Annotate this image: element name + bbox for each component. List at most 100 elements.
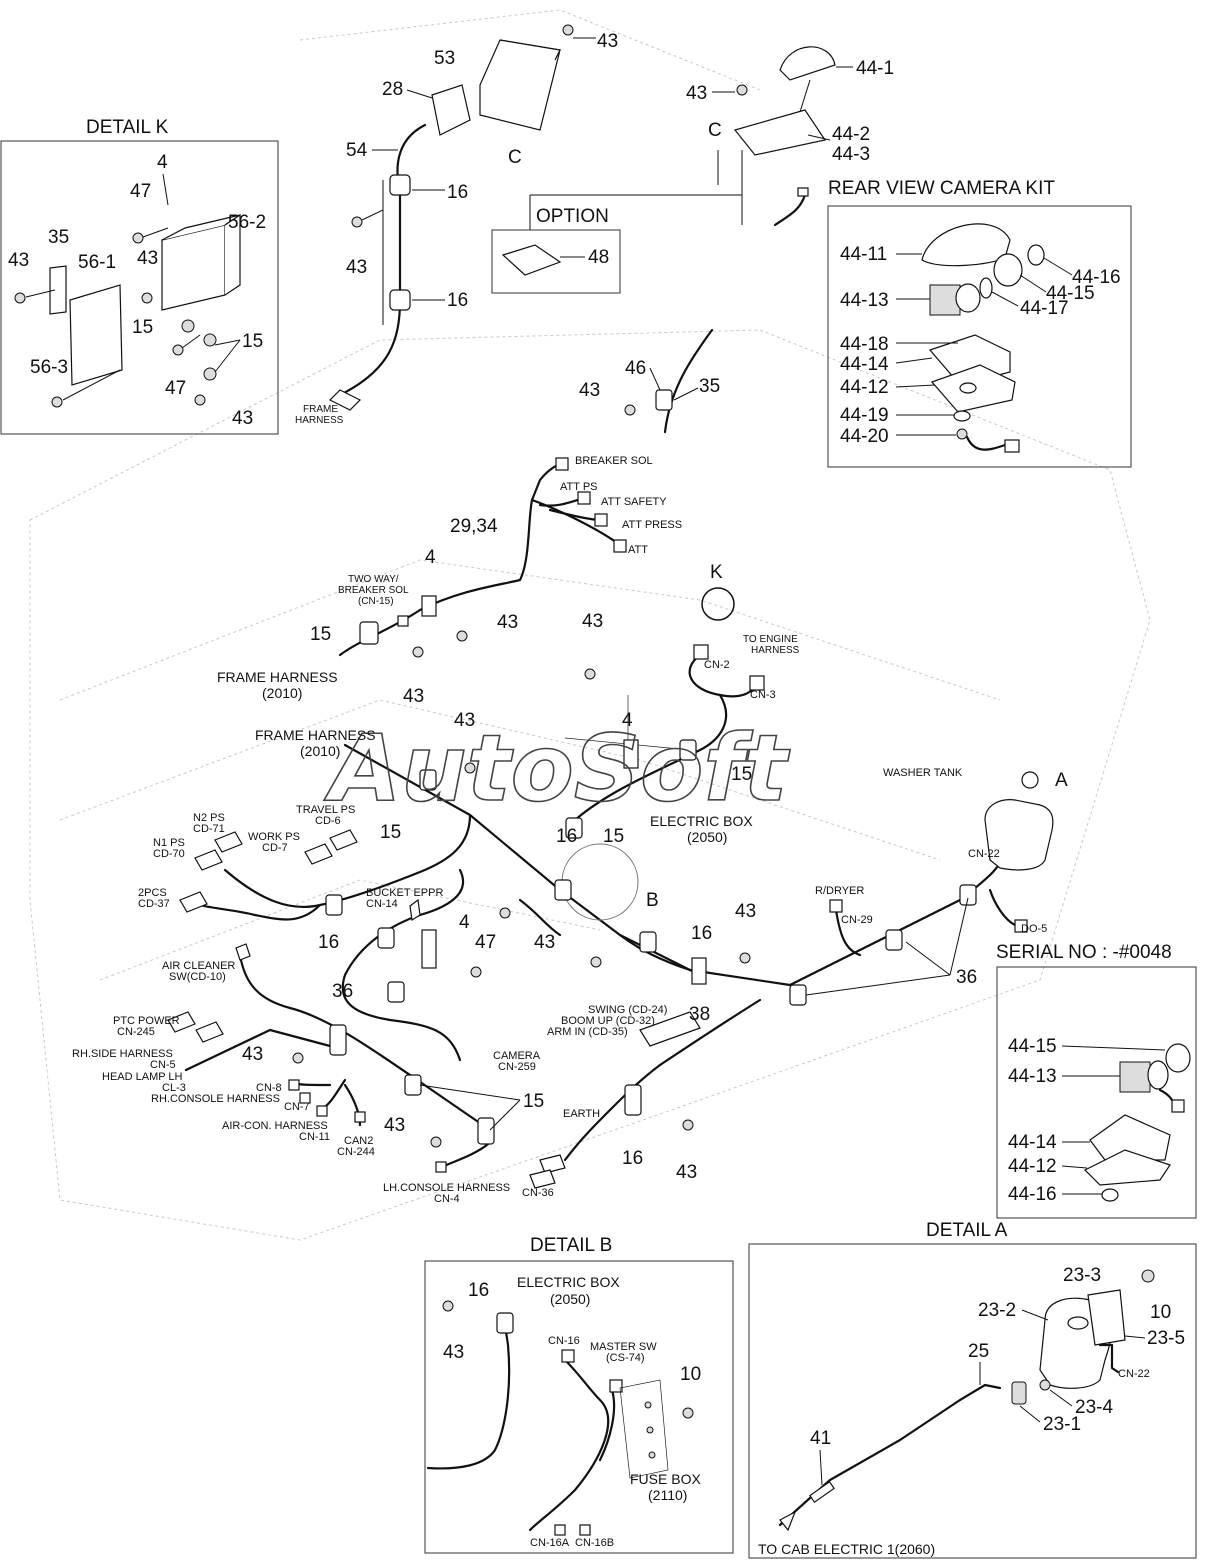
callout-43: 43 (676, 1162, 697, 1183)
label-cn-22: CN-22 (1118, 1368, 1150, 1380)
detail-b-panel: DETAIL B 16 43 ELECTRIC BOX (2050) CN-16… (424, 1235, 734, 1554)
callout-c: C (508, 147, 522, 168)
callout-43: 43 (443, 1342, 464, 1363)
callout-16: 16 (318, 932, 339, 953)
label-r-dryer: R/DRYER (815, 885, 864, 897)
callout-43: 43 (735, 901, 756, 922)
callout-54: 54 (346, 140, 368, 161)
callout-16: 16 (468, 1280, 489, 1301)
callout-44-16: 44-16 (1008, 1184, 1057, 1205)
callout-16: 16 (691, 923, 712, 944)
callout-4: 4 (425, 547, 436, 568)
top-beacon-assembly: 43 53 28 54 C 16 43 16 FRAME HARNESS (295, 24, 618, 426)
callout-44-13: 44-13 (1008, 1066, 1057, 1087)
option-frame (491, 229, 621, 294)
callout-23-1: 23-1 (1043, 1414, 1081, 1435)
detail-a-panel: DETAIL A 23-3 23-2 10 23-5 CN-22 25 23-4… (748, 1220, 1197, 1559)
callout-16: 16 (556, 826, 577, 847)
callout-44-11: 44-11 (840, 244, 887, 265)
serial-no-title: SERIAL NO : -#0048 (996, 942, 1172, 963)
label-cn-36: CN-36 (522, 1187, 554, 1199)
label-lh-console-harness: LH.CONSOLE HARNESS (383, 1182, 510, 1194)
guard-bracket-shape (479, 39, 561, 131)
label-cn-22: CN-22 (968, 848, 1000, 860)
harness-connectors (167, 829, 701, 1189)
label-travel-ps: TRAVEL PS (296, 804, 355, 816)
callout-43: 43 (582, 611, 603, 632)
callout-15: 15 (380, 822, 401, 843)
callout-43: 43 (579, 380, 600, 401)
label-rh-side-harness: RH.SIDE HARNESS (72, 1048, 173, 1060)
callout-25: 25 (968, 1341, 989, 1362)
callout-44-20: 44-20 (840, 426, 889, 447)
label-att-safety: ATT SAFETY (601, 496, 667, 508)
callout-53: 53 (434, 48, 455, 69)
callout-a: A (1055, 770, 1068, 791)
callout-38: 38 (689, 1004, 710, 1025)
callout-k: K (710, 562, 723, 583)
label-do-5: DO-5 (1021, 923, 1047, 935)
label-cd-70: CD-70 (153, 848, 185, 860)
callout-44-15: 44-15 (1008, 1036, 1057, 1057)
serial-no-panel: SERIAL NO : -#0048 44-15 44-13 44-14 44-… (996, 942, 1197, 1219)
callout-44-16: 44-16 (1072, 267, 1121, 288)
callout-43: 43 (403, 686, 424, 707)
label-cn-7: CN-7 (284, 1101, 310, 1113)
callout-15: 15 (603, 826, 624, 847)
callout-36: 36 (956, 967, 977, 988)
label-cn-16b: CN-16B (575, 1537, 614, 1549)
label-electric-box-2050: (2050) (687, 829, 727, 845)
label-cn-5: CN-5 (150, 1059, 176, 1071)
label-sw-cd-10: SW(CD-10) (169, 971, 226, 983)
callout-23-4: 23-4 (1075, 1397, 1113, 1418)
option-bracket-shape (501, 244, 562, 276)
callout-46: 46 (625, 358, 646, 379)
callout-47: 47 (165, 378, 186, 399)
label-to-engine: TO ENGINE (743, 634, 798, 645)
callout-15: 15 (310, 624, 331, 645)
camera-kit-title: REAR VIEW CAMERA KIT (828, 178, 1055, 199)
callout-23-5: 23-5 (1147, 1328, 1185, 1349)
callout-47: 47 (475, 932, 496, 953)
label-bucket-eppr: BUCKET EPPR (366, 887, 443, 899)
callout-44-13: 44-13 (840, 290, 889, 311)
label-att: ATT (628, 544, 648, 556)
callout-16: 16 (447, 182, 468, 203)
callout-48: 48 (588, 247, 609, 268)
label-air-cleaner: AIR CLEANER (162, 960, 235, 972)
label-frame-harness-2010: (2010) (300, 743, 340, 759)
label-washer-tank: WASHER TANK (883, 767, 963, 779)
label-cn-2: CN-2 (704, 659, 730, 671)
callout-43: 43 (8, 250, 29, 271)
camera-cover-shape (779, 46, 836, 81)
callout-47: 47 (130, 181, 151, 202)
callout-35: 35 (699, 376, 720, 397)
callout-43: 43 (384, 1115, 405, 1136)
label-cn-16: CN-16 (548, 1335, 580, 1347)
callout-4: 4 (157, 152, 168, 173)
callout-44-2: 44-2 (832, 124, 870, 145)
label-n2-ps: N2 PS (193, 812, 225, 824)
main-harness-assembly: AutoSoft BREAKER SOL ATT PS ATT SAFETY A… (72, 455, 1068, 1205)
callout-4: 4 (622, 710, 633, 731)
callout-43: 43 (454, 710, 475, 731)
callout-43: 43 (497, 612, 518, 633)
clamp-46-assembly: 46 43 35 (579, 328, 720, 434)
callout-36: 36 (332, 981, 353, 1002)
detail-k-panel: DETAIL K 4 47 56-2 35 43 43 56-1 15 15 5… (0, 117, 279, 435)
label-breaker-sol-cn15: BREAKER SOL (338, 585, 409, 596)
rear-camera-bracket-assembly: 44-1 43 C 44-2 44-3 (529, 46, 894, 230)
callout-28: 28 (382, 79, 403, 100)
callout-44-18: 44-18 (840, 334, 889, 355)
label-cd-37: CD-37 (138, 898, 170, 910)
camera-bracket-plate-shape (733, 109, 826, 156)
rear-view-camera-kit-panel: REAR VIEW CAMERA KIT 44-11 44-16 44-15 4… (827, 178, 1132, 468)
kit-camera-shape (929, 284, 961, 316)
callout-23-2: 23-2 (978, 1300, 1016, 1321)
label-breaker-sol: BREAKER SOL (575, 455, 653, 467)
label-att-ps: ATT PS (560, 481, 598, 493)
callout-43: 43 (686, 83, 707, 104)
callout-43: 43 (534, 932, 555, 953)
label-cn-245: CN-245 (117, 1026, 155, 1038)
label-fuse-box: FUSE BOX (630, 1471, 701, 1487)
